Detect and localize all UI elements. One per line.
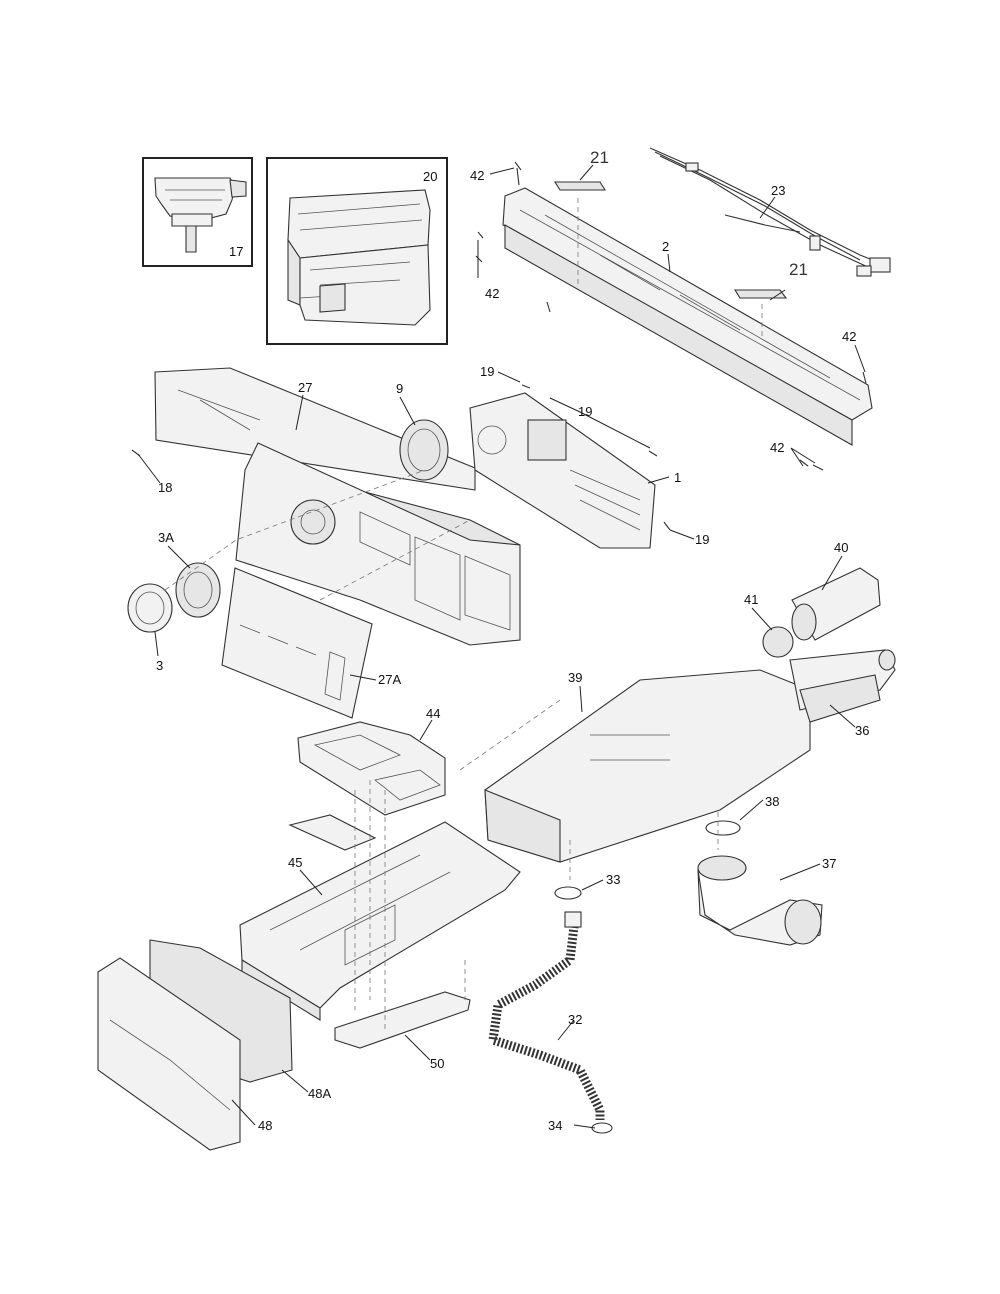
- callout-44: 44: [426, 706, 440, 721]
- screws: [131, 161, 867, 531]
- callout-17: 17: [229, 244, 243, 259]
- callout-20: 20: [423, 169, 437, 184]
- clamp-part-33: [554, 886, 582, 900]
- callout-18: 18: [158, 480, 172, 495]
- dispenser-tray-part-44: [288, 721, 446, 851]
- callout-50: 50: [430, 1056, 444, 1071]
- callout-9: 9: [396, 381, 403, 396]
- control-board-part-1: [469, 392, 656, 549]
- hose-part-37: [697, 855, 823, 946]
- callout-42-top-left: 42: [470, 168, 484, 183]
- callout-45: 45: [288, 855, 302, 870]
- callout-36: 36: [855, 723, 869, 738]
- duct-part-40: [791, 567, 881, 641]
- callout-19-mid: 19: [578, 404, 592, 419]
- ring-part-3A: [175, 562, 221, 618]
- callout-labels: 17 20 21 21 42 42 42 42 23 2 27 9 19 19 …: [156, 148, 869, 1133]
- callout-27: 27: [298, 380, 312, 395]
- dispenser-housing-part-39: [484, 669, 811, 863]
- callout-33: 33: [606, 872, 620, 887]
- wire-harness-part-23: [649, 147, 891, 277]
- drawer-front-part-48: [97, 957, 241, 1151]
- callout-48A: 48A: [308, 1086, 331, 1101]
- assembly-guide-lines: [164, 198, 763, 1030]
- callout-21-bottom: 21: [789, 260, 808, 279]
- console-panel-part-27: [235, 442, 521, 646]
- dispenser-drawer-part-45: [239, 821, 521, 1021]
- callout-2: 2: [662, 239, 669, 254]
- leader-lines: [137, 164, 866, 1129]
- callout-48: 48: [258, 1118, 272, 1133]
- callout-3: 3: [156, 658, 163, 673]
- callout-32: 32: [568, 1012, 582, 1027]
- callout-42-right: 42: [842, 329, 856, 344]
- callout-42-left: 42: [485, 286, 499, 301]
- callout-27A: 27A: [378, 672, 401, 687]
- o-ring-part-41: [762, 626, 794, 658]
- callout-40: 40: [834, 540, 848, 555]
- callout-37: 37: [822, 856, 836, 871]
- callout-38: 38: [765, 794, 779, 809]
- callout-19-bottom: 19: [695, 532, 709, 547]
- overlay-part-27A: [221, 567, 373, 719]
- water-valve-part-36: [789, 649, 896, 723]
- drain-hose-part-32: [488, 911, 605, 1120]
- callout-39: 39: [568, 670, 582, 685]
- knob-part-3: [127, 583, 173, 633]
- callout-19-top: 19: [480, 364, 494, 379]
- callout-21-top: 21: [590, 148, 609, 167]
- clamp-part-38: [705, 820, 741, 836]
- callout-23: 23: [771, 183, 785, 198]
- console-frame-part-2: [502, 181, 873, 446]
- inset-box-part-17: [142, 157, 253, 267]
- console-back-panel: [154, 367, 476, 491]
- callout-1: 1: [674, 470, 681, 485]
- tray-part-50: [334, 991, 471, 1049]
- callout-3A: 3A: [158, 530, 174, 545]
- callout-42-bottom-right: 42: [770, 440, 784, 455]
- callout-41: 41: [744, 592, 758, 607]
- inset-box-part-20: [266, 157, 448, 345]
- knob-ring-part-9: [399, 419, 449, 481]
- callout-34: 34: [548, 1118, 562, 1133]
